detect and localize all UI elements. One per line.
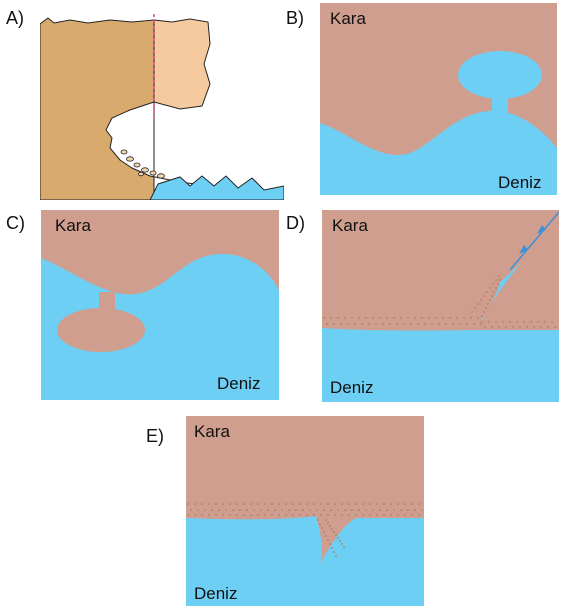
panel-b: Kara Deniz	[320, 3, 557, 195]
panel-a-cliff-erosion	[40, 14, 284, 200]
isthmus	[99, 292, 115, 318]
sea-label: Deniz	[498, 173, 541, 193]
option-b-letter: B)	[286, 8, 304, 29]
option-d-letter: D)	[286, 213, 305, 234]
land-label: Kara	[332, 216, 368, 236]
sea-label: Deniz	[194, 584, 237, 604]
sea-label: Deniz	[330, 378, 373, 398]
inlet-channel	[492, 89, 508, 117]
land-label: Kara	[330, 9, 366, 29]
sea-label: Deniz	[217, 374, 260, 394]
panel-d: Kara Deniz	[322, 210, 559, 402]
option-c-letter: C)	[6, 213, 25, 234]
cliff-block	[154, 19, 210, 109]
cliff-diagram	[40, 14, 284, 200]
panel-c: Kara Deniz	[41, 210, 279, 400]
option-e-letter: E)	[146, 426, 164, 447]
land-label: Kara	[55, 216, 91, 236]
panel-e: Kara Deniz	[186, 416, 424, 606]
land-label: Kara	[194, 422, 230, 442]
option-a-letter: A)	[6, 8, 24, 29]
